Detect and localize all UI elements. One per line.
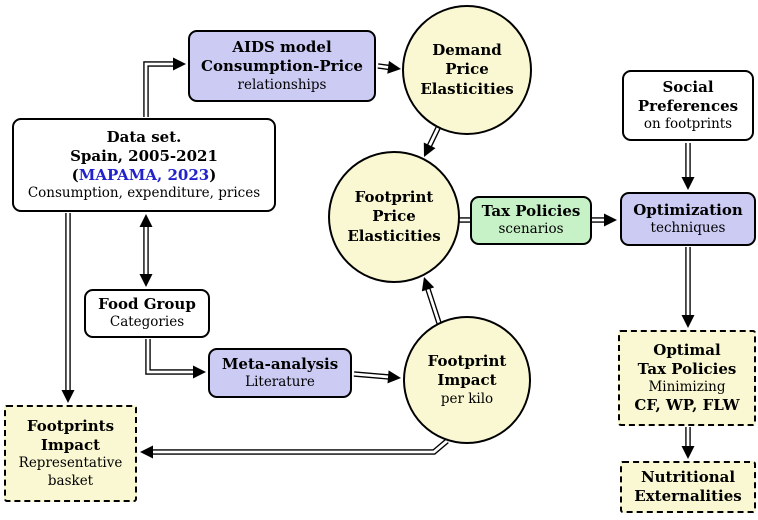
node-footprints-impact-basket: Footprints Impact Representative basket — [4, 405, 137, 502]
optimization-title: Optimization — [633, 200, 743, 219]
fpe-line2: Price — [372, 207, 416, 226]
arrowhead — [173, 57, 186, 71]
node-nutritional-externalities: Nutritional Externalities — [620, 461, 756, 513]
node-aids-model: AIDS model Consumption-Price relationshi… — [188, 30, 376, 102]
arrowhead — [139, 214, 153, 227]
social-title2: Preferences — [637, 96, 739, 115]
data-set-title: Data set. — [106, 127, 182, 146]
fpe-line1: Footprint — [354, 188, 434, 207]
node-footprint-price-elasticities: Footprint Price Elasticities — [328, 151, 460, 283]
arrowhead — [387, 370, 401, 384]
optimal-title2: Tax Policies — [637, 359, 737, 378]
nutritional-title2: Externalities — [634, 487, 742, 505]
arrowhead — [387, 60, 401, 74]
arrowhead — [681, 177, 695, 190]
demand-line1: Demand — [432, 41, 502, 60]
fpe-line3: Elasticities — [347, 226, 441, 245]
fpi-title2: Impact — [437, 371, 497, 390]
optimal-title1: Optimal — [653, 340, 721, 359]
arrow-fpi-basket — [140, 438, 449, 459]
tax-policies-subtitle: scenarios — [498, 221, 564, 238]
node-optimization: Optimization techniques — [620, 192, 756, 246]
node-tax-policies: Tax Policies scenarios — [470, 196, 592, 245]
optimal-title3: CF, WP, FLW — [634, 396, 740, 415]
arrowhead — [681, 446, 695, 459]
optimization-subtitle: techniques — [650, 219, 726, 236]
arrow-meta-fpi — [353, 370, 401, 384]
arrow-aids_model-demand — [377, 60, 401, 74]
social-subtitle: on footprints — [643, 116, 733, 133]
aids-model-title2: Consumption-Price — [201, 57, 363, 76]
citation-open-paren: ( — [71, 165, 79, 184]
meta-analysis-subtitle: Literature — [245, 373, 315, 390]
arrowhead — [423, 142, 436, 157]
arrowhead — [681, 315, 695, 328]
node-footprint-impact: Footprint Impact per kilo — [403, 316, 531, 444]
fpi-title1: Footprint — [427, 352, 507, 371]
node-food-group: Food Group Categories — [84, 289, 210, 338]
node-optimal-tax-policies: Optimal Tax Policies Minimizing CF, WP, … — [618, 330, 756, 426]
arrow-data_set-food_group — [139, 214, 153, 287]
data-set-citation-line: (MAPAMA, 2023) — [72, 166, 217, 185]
arrowhead — [140, 445, 153, 459]
arrow-fpi-fpe — [421, 277, 442, 324]
basket-title2: Impact — [40, 436, 101, 455]
arrow-data_set-aids_model — [143, 57, 186, 117]
node-social-preferences: Social Preferences on footprints — [622, 70, 754, 141]
node-meta-analysis: Meta-analysis Literature — [208, 348, 352, 398]
food-group-title: Food Group — [98, 295, 196, 314]
basket-title1: Footprints — [26, 417, 115, 436]
basket-subtitle2: basket — [47, 472, 94, 489]
arrow-data_set-basket — [61, 213, 75, 403]
arrow-demand-fpe — [423, 126, 441, 157]
arrow-optimal-nutritional — [681, 427, 695, 459]
aids-model-title1: AIDS model — [232, 38, 332, 57]
food-group-subtitle: Categories — [109, 314, 185, 331]
data-set-detail: Consumption, expenditure, prices — [27, 185, 261, 202]
aids-model-subtitle: relationships — [237, 76, 327, 93]
meta-analysis-title: Meta-analysis — [221, 354, 339, 373]
social-title1: Social — [662, 77, 714, 96]
arrow-social-optimization — [681, 143, 695, 190]
arrowhead — [421, 277, 435, 292]
arrowhead — [604, 213, 617, 227]
demand-line3: Elasticities — [420, 79, 514, 98]
arrow-food_group-meta — [145, 339, 206, 379]
node-demand-price-elasticities: Demand Price Elasticities — [402, 5, 532, 135]
arrowhead — [193, 365, 206, 379]
citation-close-paren: ) — [209, 165, 217, 184]
node-data-set: Data set. Spain, 2005-2021 (MAPAMA, 2023… — [12, 118, 276, 212]
tax-policies-title: Tax Policies — [481, 202, 581, 221]
basket-subtitle1: Representative — [18, 455, 123, 472]
arrowhead — [139, 274, 153, 287]
fpi-subtitle: per kilo — [440, 390, 494, 407]
nutritional-title1: Nutritional — [640, 467, 736, 486]
arrow-optimization-optimal — [681, 247, 695, 328]
optimal-subtitle: Minimizing — [648, 378, 726, 395]
citation-link[interactable]: MAPAMA, 2023 — [78, 165, 210, 184]
data-set-subtitle: Spain, 2005-2021 — [70, 146, 218, 165]
arrowhead — [61, 390, 75, 403]
demand-line2: Price — [445, 60, 489, 79]
